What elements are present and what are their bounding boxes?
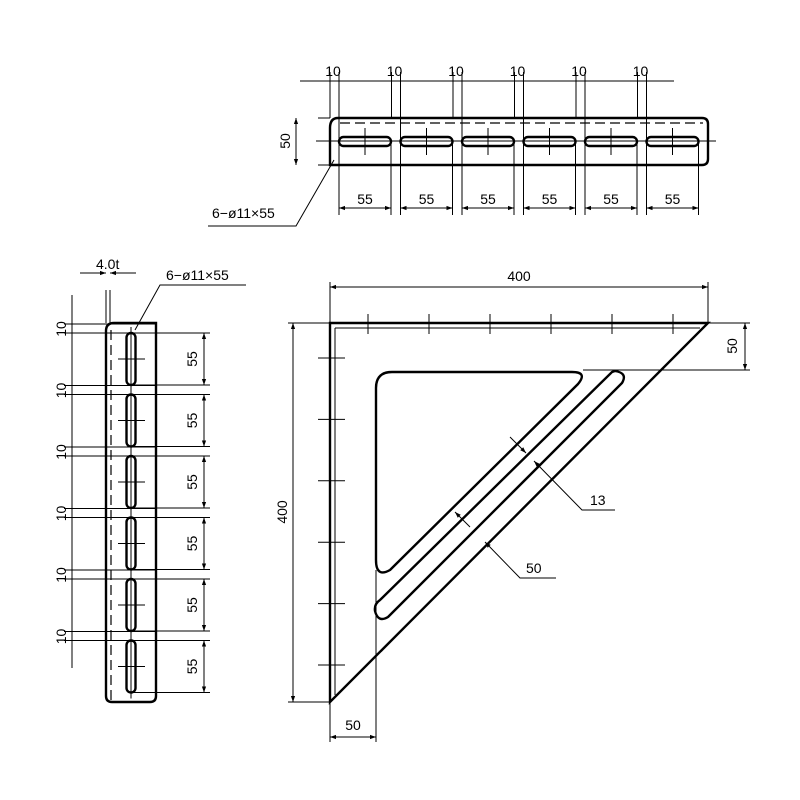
- flange-top-label: 50: [724, 338, 740, 354]
- slot-length-label: 55: [419, 191, 435, 207]
- gap-label: 10: [325, 63, 341, 79]
- thickness-label: 4.0t: [96, 256, 119, 272]
- slot-length-label: 55: [184, 536, 200, 552]
- slot-length-label: 55: [184, 597, 200, 613]
- slot-length-label: 55: [184, 474, 200, 490]
- slot-length-label: 55: [603, 191, 619, 207]
- gap-label: 10: [510, 63, 526, 79]
- gap-label: 10: [387, 63, 403, 79]
- front-view: 400 400 50 50 13 50: [274, 268, 750, 742]
- width-label: 400: [507, 268, 531, 284]
- slot-length-label: 55: [184, 413, 200, 429]
- side-view: 4.0t 6−ø11×55 55 10 55 10 55 10 55 10 55 10 55 10: [53, 256, 246, 704]
- slot-width-label: 13: [590, 492, 606, 508]
- slot-length-label: 55: [184, 351, 200, 367]
- triangular-cutout: [374, 370, 584, 574]
- slot-length-label: 55: [665, 191, 681, 207]
- brace-width-label: 50: [526, 560, 542, 576]
- slot-length-label: 55: [480, 191, 496, 207]
- gap-label: 10: [53, 567, 69, 583]
- gap-label: 10: [53, 444, 69, 460]
- top-view: 50 55 10 55 10 55 10 55 10 55 10 55 10 6−ø11×55: [208, 63, 716, 227]
- gap-label: 10: [571, 63, 587, 79]
- slot-length-label: 55: [542, 191, 558, 207]
- height-label: 400: [274, 500, 290, 524]
- top-slot-callout: 6−ø11×55: [212, 205, 275, 221]
- gap-label: 10: [53, 383, 69, 399]
- top-height-label: 50: [277, 133, 293, 149]
- gap-label: 10: [633, 63, 649, 79]
- gap-label: 10: [53, 629, 69, 645]
- gap-label: 10: [53, 321, 69, 337]
- diagonal-slot: [373, 369, 626, 621]
- slot-length-label: 55: [184, 659, 200, 675]
- flange-left-label: 50: [345, 717, 361, 733]
- gap-label: 10: [53, 506, 69, 522]
- gap-label: 10: [448, 63, 464, 79]
- side-slot-callout: 6−ø11×55: [166, 267, 229, 283]
- slot-length-label: 55: [357, 191, 373, 207]
